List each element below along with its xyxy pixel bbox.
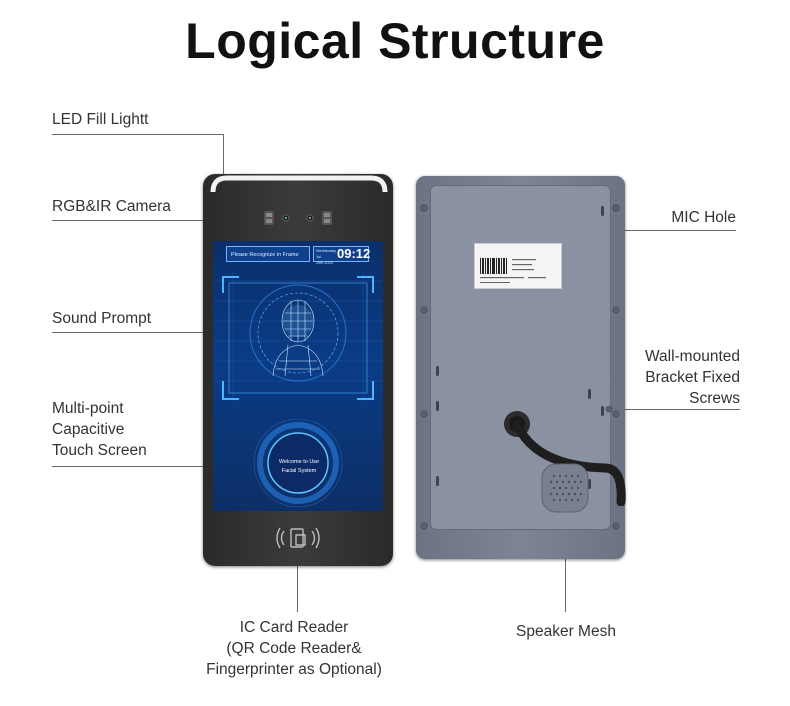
screen-clock-box [313,246,369,262]
barcode-icon [480,258,546,283]
leader-line-mic [620,230,736,231]
label-touch-screen: Multi-point Capacitive Touch Screen [52,398,147,461]
label-speaker-mesh: Speaker Mesh [516,623,616,640]
camera-lens-icon [264,211,332,225]
label-bracket-line-2: Bracket Fixed [645,369,740,386]
cable-icon [504,411,626,506]
label-touch-line-2: Capacitive [52,421,125,438]
label-ic-line-3: Fingerprinter as Optional) [206,661,382,678]
face-scan-icon [213,271,383,508]
speaker-mesh-icon [541,463,589,513]
label-bracket-line-3: Screws [689,390,740,407]
leader-line-bracket [612,409,740,410]
screen-welcome-line-2: Facial System [281,468,317,474]
screen-date: Wednesday Jul 29th,2020 [316,248,338,266]
label-led-fill-light: LED Fill Lightt [52,111,149,128]
label-ic-card-reader: IC Card Reader (QR Code Reader& Fingerpr… [188,617,400,680]
leader-line-ic [297,558,298,612]
leader-line-touch [52,466,224,467]
label-sound-prompt: Sound Prompt [52,310,152,327]
label-touch-line-3: Touch Screen [52,442,147,459]
leader-line-sound [52,332,208,333]
label-bracket-screws: Wall-mounted Bracket Fixed Screws [590,346,740,409]
screen-date-day: Jul 29th,2020 [316,255,333,265]
label-bracket-line-1: Wall-mounted [644,348,740,365]
label-mic-hole: MIC Hole [671,209,736,226]
label-touch-line-1: Multi-point [52,400,124,417]
screen-welcome-text: Welcome to Use Facial System [264,458,334,528]
screen-welcome-line-1: Welcome to Use [278,459,320,465]
leader-line-camera [52,220,266,221]
label-ic-line-2: (QR Code Reader& [226,640,362,657]
page-title: Logical Structure [185,13,605,69]
led-fill-light-bar [210,175,388,193]
leader-line-led-drop [223,134,224,186]
screen-banner: Please Recognize in Frame [226,246,310,262]
leader-line-led [52,134,224,135]
card-reader-icon [276,527,320,549]
screen-time: 09:12 [337,246,371,261]
screw-icon [420,204,620,530]
screen-date-weekday: Wednesday [316,249,336,253]
label-rgb-ir-camera: RGB&IR Camera [52,198,171,215]
label-ic-line-1: IC Card Reader [239,619,349,636]
